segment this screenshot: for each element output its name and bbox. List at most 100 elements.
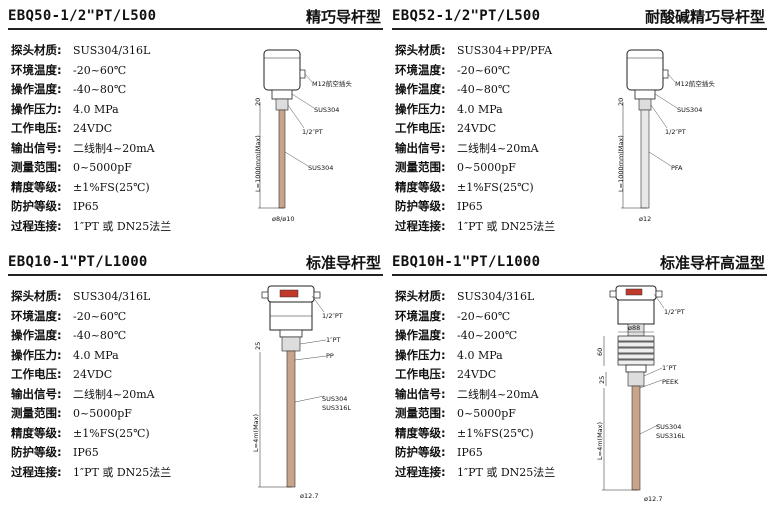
spec-row: 精度等级:±1%FS(25℃) (11, 179, 226, 199)
panel-ebq10h: EBQ10H-1"PT/L1000 标准导杆高温型 探头材质:SUS304/31… (392, 254, 767, 509)
panel-ebq10: EBQ10-1"PT/L1000 标准导杆型 探头材质:SUS304/316L … (8, 254, 383, 509)
model-type: 标准导杆型 (305, 254, 381, 272)
spec-label: 操作温度: (11, 82, 62, 96)
housing-label: SUS304 (314, 106, 339, 114)
spec-label: 操作温度: (11, 328, 62, 342)
spec-label: 探头材质: (395, 289, 446, 303)
spec-value: IP65 (457, 446, 483, 459)
spec-value: 0~5000pF (457, 407, 516, 420)
panel-header: EBQ10H-1"PT/L1000 标准导杆高温型 (392, 254, 767, 276)
spec-row: 过程连接:1″PT 或 DN25法兰 (395, 464, 610, 484)
panel-header: EBQ50-1/2"PT/L500 精巧导杆型 (8, 8, 383, 30)
diameter-label: ø12 (639, 215, 651, 223)
spec-value: 1″PT 或 DN25法兰 (73, 219, 172, 233)
length-label: L=4m(Max) (596, 422, 604, 460)
spec-label: 防护等级: (395, 199, 446, 213)
fin-diameter-label: ø88 (628, 324, 640, 332)
panel-ebq50: EBQ50-1/2"PT/L500 精巧导杆型 探头材质:SUS304/316L… (8, 8, 383, 263)
model-type: 耐酸碱精巧导杆型 (644, 8, 765, 26)
spec-row: 过程连接:1″PT 或 DN25法兰 (11, 464, 226, 484)
spec-value: -40~80℃ (457, 83, 511, 96)
diameter-label: ø12.7 (300, 492, 318, 500)
spec-value: -40~80℃ (73, 329, 127, 342)
spec-value: 4.0 MPa (73, 348, 119, 362)
spec-value: 0~5000pF (457, 161, 516, 174)
spec-label: 环境温度: (11, 308, 62, 323)
spec-value: 二线制4~20mA (457, 387, 539, 401)
spec-label: 过程连接: (395, 464, 446, 479)
spec-value: -20~60℃ (73, 63, 127, 77)
spec-label: 操作压力: (11, 347, 62, 362)
model-name: EBQ10H-1"PT/L1000 (392, 254, 541, 270)
spec-row: 测量范围:0~5000pF (395, 405, 610, 425)
spec-value: ±1%FS(25℃) (73, 426, 150, 440)
spec-list: 探头材质:SUS304/316L 环境温度:-20~60℃ 操作温度:-40~8… (11, 42, 226, 237)
spec-row: 测量范围:0~5000pF (11, 159, 226, 179)
model-name: EBQ52-1/2"PT/L500 (392, 8, 541, 24)
spec-label: 操作压力: (395, 347, 446, 362)
spec-value: 4.0 MPa (457, 102, 503, 116)
model-name: EBQ50-1/2"PT/L500 (8, 8, 157, 24)
spec-label: 精度等级: (11, 179, 62, 194)
height-label: 20 (254, 98, 262, 106)
sensor-drawing: 1/2″PT 1″PT PP SUS304 SUS316L 25 L=4m(Ma… (252, 285, 351, 500)
height-label: 25 (254, 342, 262, 350)
spec-label: 测量范围: (11, 406, 62, 420)
spec-value: 4.0 MPa (73, 102, 119, 116)
spec-value: -20~60℃ (73, 309, 127, 323)
spec-label: 工作电压: (11, 121, 62, 135)
spec-row: 输出信号:二线制4~20mA (11, 140, 226, 160)
spec-row: 精度等级:±1%FS(25℃) (11, 425, 226, 445)
spec-row: 防护等级:IP65 (11, 198, 226, 218)
thread-label: 1/2″PT (665, 128, 686, 136)
spec-row: 操作温度:-40~200℃ (395, 327, 610, 347)
spec-value: IP65 (73, 200, 99, 213)
spec-value: SUS304/316L (73, 290, 151, 303)
spec-value: 二线制4~20mA (73, 387, 155, 401)
spec-value: IP65 (457, 200, 483, 213)
spec-row: 防护等级: IP65 (395, 444, 610, 464)
spec-value: 24VDC (73, 368, 113, 381)
spec-row: 精度等级:±1%FS(25℃) (395, 425, 610, 445)
spec-label: 防护等级: (395, 445, 446, 459)
rod-label-2: SUS316L (322, 404, 351, 412)
spec-row: 探头材质: SUS304/316L (11, 288, 226, 308)
spec-value: 0~5000pF (73, 407, 132, 420)
spec-label: 探头材质: (395, 43, 446, 57)
length-label: L=1000mm(Max) (617, 135, 625, 192)
spec-label: 环境温度: (11, 62, 62, 77)
spec-value: 1″PT 或 DN25法兰 (457, 219, 556, 233)
spec-value: 24VDC (457, 122, 497, 135)
spec-row: 环境温度: -20~60℃ (11, 308, 226, 328)
spec-row: 工作电压:24VDC (11, 120, 226, 140)
spec-value: SUS304/316L (73, 44, 151, 57)
spec-label: 探头材质: (11, 289, 62, 303)
housing-label: SUS304 (677, 106, 702, 114)
spec-row: 探头材质:SUS304/316L (11, 42, 226, 62)
spec-row: 环境温度:-20~60℃ (395, 308, 610, 328)
spec-value: SUS304+PP/PFA (457, 44, 553, 57)
spec-value: 二线制4~20mA (73, 141, 155, 155)
sensor-drawing: M12航空插头 SUS304 1/2″PT PFA 20 L=1000mm(Ma… (617, 49, 715, 223)
spec-value: -20~60℃ (457, 63, 511, 77)
insulation-label: PEEK (662, 378, 679, 386)
spec-value: ±1%FS(25℃) (457, 180, 534, 194)
spec-label: 工作电压: (11, 367, 62, 381)
spec-row: 操作压力:4.0 MPa (11, 101, 226, 121)
connector-label: M12航空插头 (675, 79, 715, 88)
spec-list: 探头材质:SUS304/316L 环境温度:-20~60℃ 操作温度:-40~2… (395, 288, 610, 483)
fin-height-label: 60 (596, 348, 604, 356)
spec-row: 输出信号:二线制4~20mA (395, 140, 610, 160)
rod-label: SUS304 (308, 164, 333, 172)
spec-value: 4.0 MPa (457, 348, 503, 362)
spec-row: 操作压力:4.0 MPa (395, 101, 610, 121)
spec-value: ±1%FS(25℃) (457, 426, 534, 440)
spec-value: -40~200℃ (457, 329, 518, 342)
spec-row: 输出信号:二线制4~20mA (11, 386, 226, 406)
spec-label: 精度等级: (395, 179, 446, 194)
spec-row: 探头材质:SUS304/316L (395, 288, 610, 308)
spec-row: 工作电压:24VDC (395, 120, 610, 140)
spec-row: 操作温度:-40~80℃ (395, 81, 610, 101)
model-type: 精巧导杆型 (305, 8, 381, 26)
height-label: 20 (617, 98, 625, 106)
